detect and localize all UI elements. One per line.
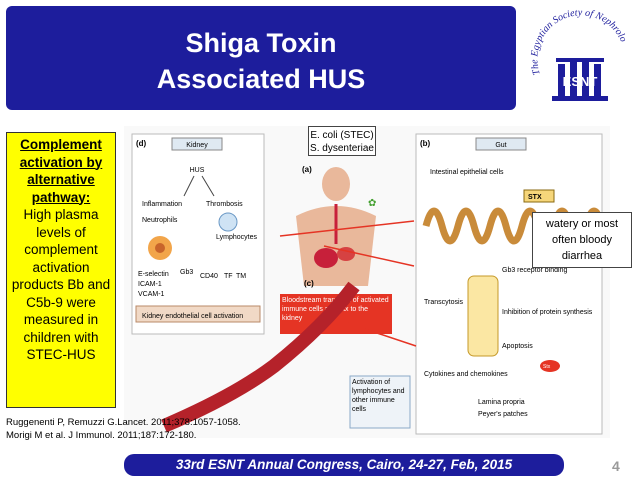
ecoli-line-2: S. dysenteriae bbox=[310, 143, 374, 154]
tm-label: TM bbox=[236, 273, 246, 280]
complement-body: High plasma levels of complement activat… bbox=[11, 207, 111, 362]
apoptosis-label: Apoptosis bbox=[502, 343, 533, 350]
reference-2: Morigi M et al. J Immunol. 2011;187:172-… bbox=[6, 430, 197, 441]
gb3-binding-label: Gb3 receptor binding bbox=[502, 267, 567, 274]
gb3-label: Gb3 bbox=[180, 269, 193, 276]
human-body-illustration bbox=[296, 167, 376, 286]
footer-banner: 33rd ESNT Annual Congress, Cairo, 24-27,… bbox=[124, 454, 564, 476]
tf-label: TF bbox=[224, 273, 233, 280]
neutrophils-label: Neutrophils bbox=[142, 217, 178, 224]
panel-d-title: Kidney bbox=[186, 142, 208, 149]
diarrhea-line-3: diarrhea bbox=[561, 250, 603, 262]
icam-label: ICAM-1 bbox=[138, 281, 162, 288]
inflammation-label: Inflammation bbox=[142, 201, 182, 208]
panel-b-letter: (b) bbox=[420, 139, 431, 148]
intestinal-label: Intestinal epithelial cells bbox=[430, 169, 504, 176]
panel-b-frame bbox=[415, 133, 603, 435]
title-banner: Shiga Toxin Associated HUS bbox=[6, 6, 516, 110]
diarrhea-line-1: watery or most bbox=[545, 218, 619, 230]
transcytosis-label: Transcytosis bbox=[424, 299, 464, 306]
vcam-label: VCAM-1 bbox=[138, 291, 165, 298]
panel-c-letter: (c) bbox=[304, 279, 314, 288]
page-number: 4 bbox=[612, 458, 620, 474]
references: Ruggenenti P, Remuzzi G.Lancet. 2011;378… bbox=[6, 416, 241, 442]
slide-title-line-2: Associated HUS bbox=[156, 64, 366, 94]
panel-b-title: Gut bbox=[495, 142, 506, 149]
complement-box: Complement activation by alternative pat… bbox=[6, 132, 116, 408]
kidney-caption: Kidney endothelial cell activation bbox=[142, 313, 243, 320]
eselectin-label: E-selectin bbox=[138, 271, 169, 278]
pathogenesis-figure: (d) Kidney HUS Inflammation Thrombosis N… bbox=[124, 126, 610, 438]
stx-label: STX bbox=[528, 194, 542, 201]
diarrhea-line-2: often bloody bbox=[552, 234, 612, 246]
blood-vessel bbox=[161, 281, 360, 433]
peyer-label: Peyer's patches bbox=[478, 411, 528, 418]
svg-text:✿: ✿ bbox=[368, 198, 376, 209]
stx-small-label: Stx bbox=[543, 364, 551, 370]
slide-title-line-1: Shiga Toxin bbox=[185, 28, 337, 58]
hus-label: HUS bbox=[190, 167, 205, 174]
lymphocytes-label: Lymphocytes bbox=[216, 234, 257, 241]
lamina-label: Lamina propria bbox=[478, 399, 525, 406]
ecoli-line-1: E. coli (STEC) bbox=[310, 130, 374, 141]
panel-d-frame bbox=[131, 133, 265, 335]
arrow-body-to-gut bbox=[323, 245, 415, 267]
logo-abbr: ESNT bbox=[563, 74, 598, 89]
inhibition-label: Inhibition of protein synthesis bbox=[502, 309, 593, 316]
activation-text: Activation of lymphocytes and other immu… bbox=[352, 379, 405, 413]
esnt-logo: The Egyptian Society of Nephrology and T… bbox=[519, 0, 636, 114]
cytokines-label: Cytokines and chemokines bbox=[424, 371, 508, 378]
diarrhea-callout: watery or most often bloody diarrhea bbox=[532, 212, 632, 268]
complement-heading: Complement activation by alternative pat… bbox=[19, 137, 103, 205]
panel-a-letter: (a) bbox=[302, 165, 312, 174]
reference-1: Ruggenenti P, Remuzzi G.Lancet. 2011;378… bbox=[6, 417, 241, 428]
cd40-label: CD40 bbox=[200, 273, 218, 280]
activation-box bbox=[349, 375, 411, 429]
ecoli-callout: E. coli (STEC) S. dysenteriae bbox=[308, 126, 376, 156]
panel-d-letter: (d) bbox=[136, 139, 147, 148]
arrow-gut-to-kidney bbox=[279, 220, 415, 237]
arrow-gut-to-blood bbox=[343, 321, 417, 347]
thrombosis-label: Thrombosis bbox=[206, 201, 243, 208]
